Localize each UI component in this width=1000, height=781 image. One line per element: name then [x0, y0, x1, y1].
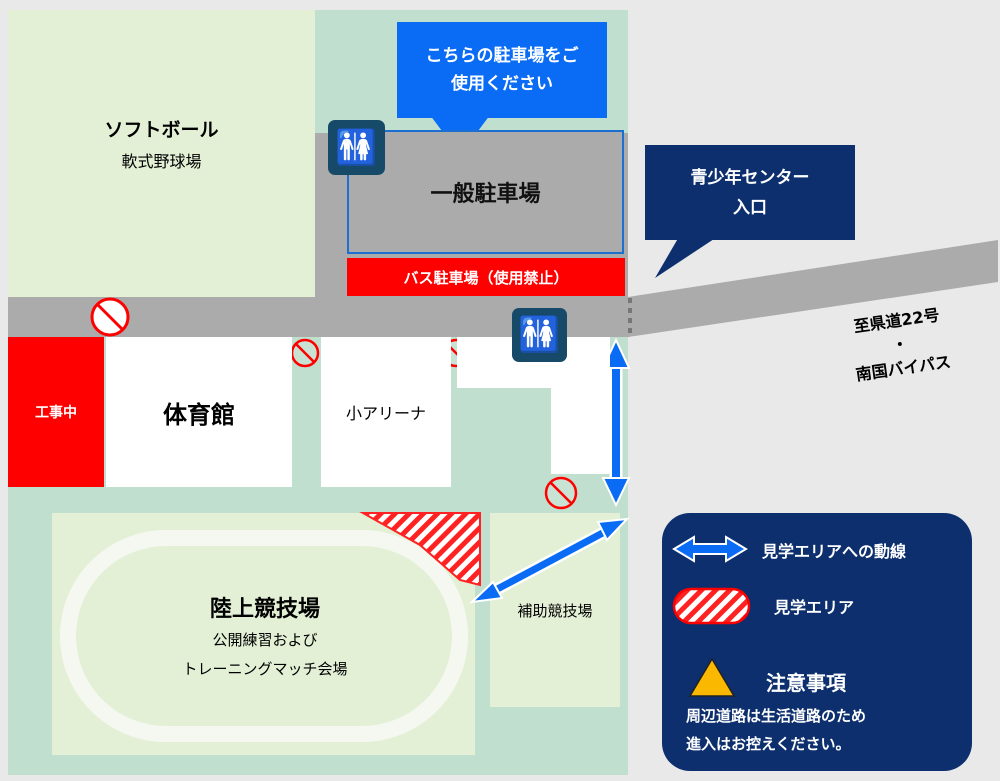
small-arena-label: 小アリーナ	[345, 404, 426, 423]
road-label-line2: ・	[890, 333, 910, 356]
legend-route-label: 見学エリアへの動線	[762, 542, 907, 561]
parking-callout-line2: 使用ください	[451, 74, 553, 94]
legend-route-arrow-icon	[672, 535, 748, 563]
running-track	[60, 530, 468, 742]
bus-parking-label: バス駐車場（使用禁止）	[403, 268, 569, 287]
stadium-subtitle-1: 公開練習および	[212, 631, 318, 649]
sub-field-label: 補助競技場	[490, 595, 620, 625]
stadium-title: 陸上競技場	[209, 597, 320, 622]
legend-symbols	[672, 535, 751, 697]
caution-triangle-icon	[688, 657, 736, 697]
construction-area: 工事中	[8, 337, 104, 487]
gym-label: 体育館	[163, 400, 235, 429]
sub-field	[490, 513, 620, 707]
legend-area-hatch-icon	[672, 587, 751, 625]
stadium-subtitle-2: トレーニングマッチ会場	[182, 660, 348, 678]
restroom-icon: 🚻	[328, 120, 385, 175]
caution-line2: 進入はお控えください。	[686, 735, 851, 753]
east-road	[628, 240, 998, 337]
general-parking-label: 一般駐車場	[430, 182, 541, 207]
entrance-line1: 青少年センター	[690, 167, 810, 188]
parking-callout: こちらの駐車場をご 使用ください	[397, 22, 607, 118]
caution-line1: 周辺道路は生活道路のため	[686, 707, 867, 725]
road-label-line3: 南国バイパス	[854, 352, 952, 385]
restroom-icon: 🚻	[512, 308, 567, 362]
stadium-label: 陸上競技場 公開練習および トレーニングマッチ会場	[130, 585, 400, 685]
softball-field: ソフトボール 軟式野球場	[8, 10, 315, 297]
gymnasium: 体育館	[106, 337, 292, 487]
legend: 見学エリアへの動線 見学エリア 注意事項 周辺道路は生活道路のため 進入はお控え…	[662, 513, 972, 771]
general-parking: 一般駐車場	[347, 130, 624, 254]
entrance-callout-tail	[655, 235, 720, 278]
softball-sublabel: 軟式野球場	[121, 152, 202, 171]
viewing-area-hatch	[359, 512, 481, 587]
entrance-line2: 入口	[733, 197, 767, 218]
small-arena: 小アリーナ	[321, 337, 451, 487]
entrance-callout: 青少年センター 入口	[645, 145, 855, 240]
caution-title: 注意事項	[766, 671, 846, 695]
bus-parking: バス駐車場（使用禁止）	[347, 258, 625, 296]
softball-label: ソフトボール	[104, 119, 219, 141]
sub-field-text: 補助競技場	[517, 601, 593, 620]
legend-area-label: 見学エリア	[774, 598, 855, 617]
route-arrow-diagonal	[469, 517, 630, 604]
no-entry-icon	[544, 476, 578, 510]
construction-label: 工事中	[35, 405, 77, 421]
parking-callout-line1: こちらの駐車場をご	[425, 46, 579, 66]
no-entry-icon	[90, 297, 130, 337]
no-entry-icon	[290, 338, 320, 368]
building-annex	[551, 388, 610, 474]
